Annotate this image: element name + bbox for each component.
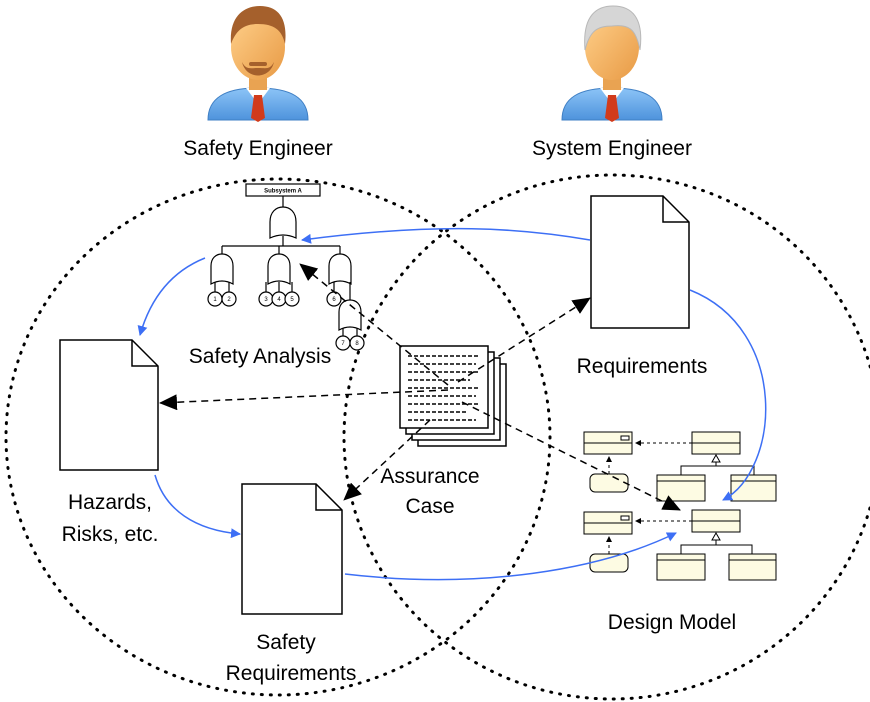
fault-tree (207, 183, 365, 351)
assurance-case-icon (399, 345, 507, 447)
hazards-label-line2: Risks, etc. (61, 523, 159, 546)
requirements-document-icon (590, 195, 690, 329)
system-engineer-label: System Engineer (532, 137, 692, 160)
fault-tree-leaf: 7 (341, 341, 345, 347)
flow-hazards-to-safety-req (154, 474, 241, 539)
assurance-case-label-line1: Assurance (380, 465, 480, 488)
trace-arrows (159, 263, 681, 511)
safety-analysis-label: Safety Analysis (188, 345, 332, 368)
safety-requirements-label-line1: Safety (256, 631, 316, 654)
design-model-icon (583, 431, 777, 581)
flow-requirements-to-design (689, 289, 767, 501)
fault-tree-leaf: 4 (277, 297, 281, 303)
trace-to-design-model (461, 401, 681, 511)
safety-requirements-document-icon (241, 483, 343, 615)
fault-tree-leaf: 8 (355, 341, 359, 347)
fault-tree-leaf: 3 (264, 297, 268, 303)
trace-to-hazards (159, 389, 449, 411)
fault-tree-leaf: 5 (290, 297, 294, 303)
flow-analysis-to-hazards (137, 257, 206, 336)
hazards-label-line1: Hazards, (67, 491, 153, 514)
trace-to-safety-requirements (343, 419, 431, 501)
flow-requirements-to-analysis (301, 227, 591, 244)
trace-to-requirements (457, 297, 591, 383)
system-engineer-avatar (561, 5, 663, 122)
hazards-document-icon (59, 339, 159, 471)
safety-engineer-avatar (207, 6, 309, 122)
requirements-label: Requirements (576, 355, 708, 378)
system-domain-ellipse (342, 173, 870, 701)
safety-requirements-label-line2: Requirements (225, 662, 357, 685)
fault-tree-leaf: 2 (227, 297, 231, 303)
fault-tree-title: Subsystem A (264, 189, 302, 195)
fault-tree-leaf: 1 (213, 297, 217, 303)
design-model-label: Design Model (607, 611, 737, 634)
trace-to-safety-analysis (299, 263, 449, 386)
safety-domain-ellipse (4, 177, 552, 697)
assurance-case-label-line2: Case (405, 495, 455, 518)
fault-tree-leaf: 6 (332, 297, 336, 303)
flow-arrows (137, 227, 767, 581)
fault-tree-leaf-labels: 1 2 3 4 5 6 7 8 (213, 297, 359, 347)
safety-engineer-label: Safety Engineer (183, 137, 333, 160)
flow-safety-req-to-design (344, 532, 677, 581)
